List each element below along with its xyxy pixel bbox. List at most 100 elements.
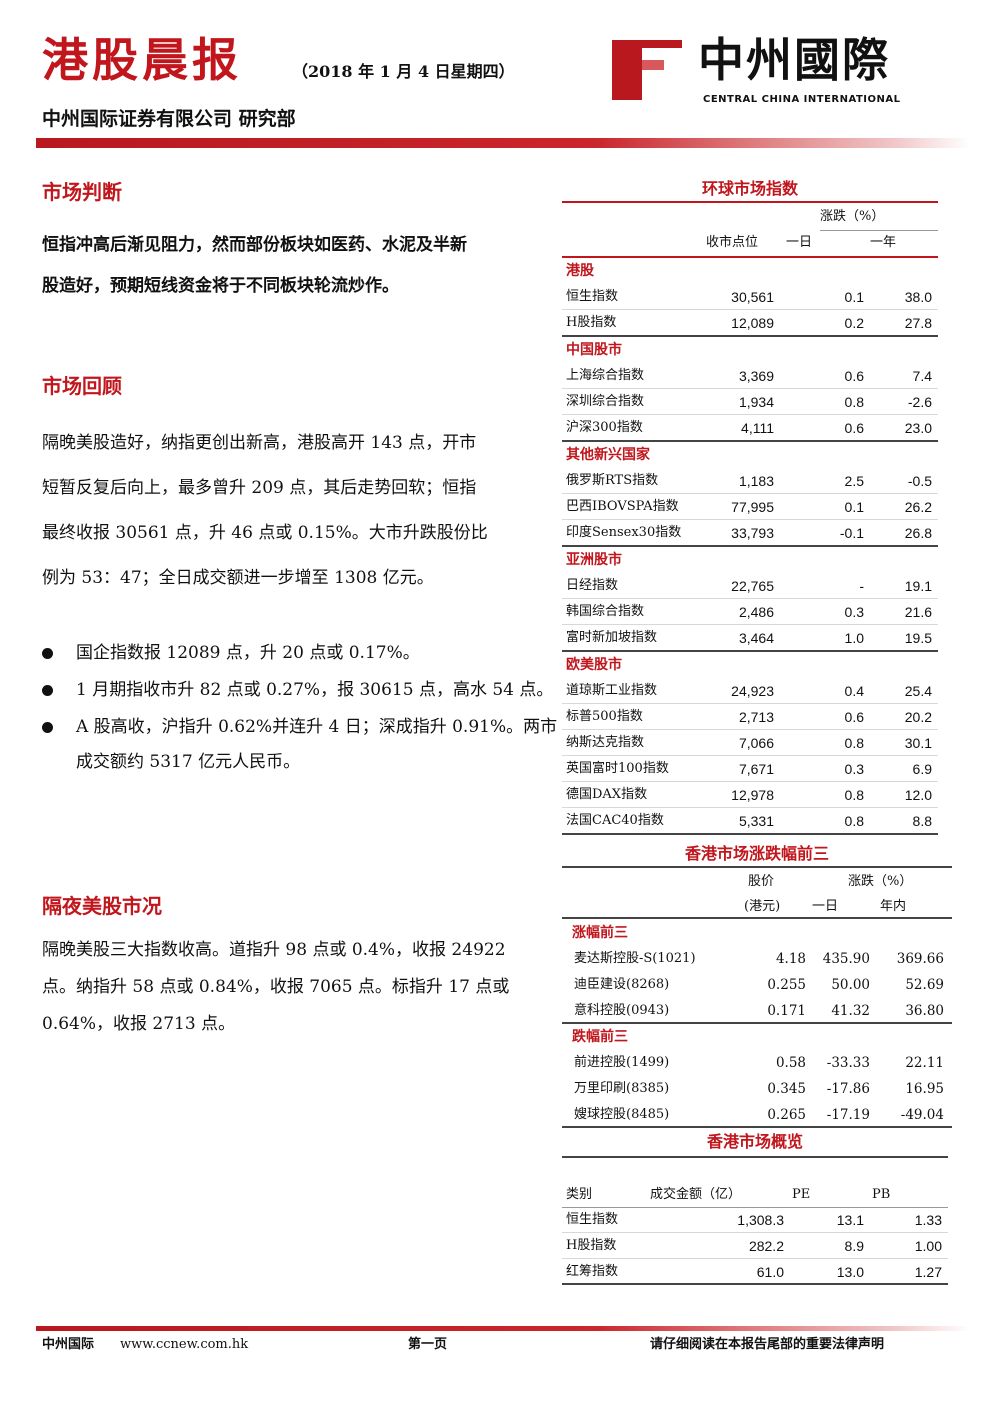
- group-label: 涨幅前三: [572, 925, 628, 941]
- group-rule: [562, 1022, 952, 1024]
- index-close: 1,183: [738, 473, 774, 489]
- movers-hdr-ytd: 年内: [880, 899, 907, 914]
- row-rule: [562, 703, 938, 704]
- index-year-change: 30.1: [904, 735, 932, 751]
- stock-day-change: -17.19: [826, 1107, 870, 1123]
- company-logo-icon: [612, 40, 682, 100]
- group-rule: [562, 335, 938, 337]
- index-day-change: 0.8: [844, 735, 864, 751]
- review-bullet-list: 国企指数报 12089 点，升 20 点或 0.17%。 1 月期指收市升 82…: [42, 636, 562, 780]
- report-date: （2018 年 1 月 4 日星期四）: [292, 62, 515, 81]
- stock-day-change: -33.33: [826, 1055, 870, 1071]
- overview-category: 恒生指数: [566, 1212, 619, 1227]
- movers-hdr-change: 涨跌（%）: [848, 874, 913, 889]
- us-market-text: 隔晚美股三大指数收高。道指升 98 点或 0.4%，收报 24922 点。纳指升…: [42, 932, 548, 1043]
- overview-table-title: 香港市场概览: [706, 1132, 803, 1151]
- judgement-line: 股造好，预期短线资金将于不同板块轮流炒作。: [42, 276, 399, 296]
- stock-day-change: 435.90: [822, 951, 870, 967]
- stock-price: 0.58: [775, 1055, 806, 1071]
- group-rule: [562, 545, 938, 547]
- index-day-change: -: [859, 578, 864, 594]
- overview-hdr-pb: PB: [872, 1187, 891, 1202]
- index-day-change: 0.3: [844, 604, 864, 620]
- stock-ytd-change: 16.95: [905, 1081, 944, 1097]
- judgement-line: 恒指冲高后渐见阻力，然而部份板块如医药、水泥及半新: [42, 235, 467, 255]
- overview-hdr-pe: PE: [792, 1187, 811, 1202]
- index-name: 韩国综合指数: [566, 604, 645, 619]
- group-label: 其他新兴国家: [566, 447, 650, 463]
- index-name: 英国富时100指数: [566, 761, 669, 776]
- index-day-change: 0.6: [844, 709, 864, 725]
- stock-day-change: -17.86: [826, 1081, 870, 1097]
- row-rule: [562, 781, 938, 782]
- row-rule: [562, 1258, 948, 1259]
- overview-title-rule: [562, 1156, 948, 1158]
- index-close: 3,464: [738, 630, 774, 646]
- footer-website-link[interactable]: www.ccnew.com.hk: [120, 1337, 249, 1352]
- index-day-change: 0.6: [844, 368, 864, 384]
- footer-legal-notice: 请仔细阅读在本报告尾部的重要法律声明: [650, 1337, 885, 1352]
- row-rule: [562, 414, 938, 415]
- review-line: 例为 53：47；全日成交额进一步增至 1308 亿元。: [42, 568, 434, 588]
- index-day-change: 0.1: [844, 289, 864, 305]
- overview-amount: 61.0: [756, 1264, 784, 1280]
- global-hdr-day: 一日: [786, 235, 813, 250]
- index-year-change: 6.9: [912, 761, 932, 777]
- index-year-change: 7.4: [912, 368, 932, 384]
- overview-category: 红筹指数: [566, 1264, 619, 1279]
- overview-amount: 282.2: [748, 1238, 784, 1254]
- index-year-change: 26.8: [904, 525, 932, 541]
- footer-page-number: 第一页: [408, 1337, 448, 1352]
- index-day-change: 0.1: [844, 499, 864, 515]
- index-name: 上海综合指数: [566, 368, 645, 383]
- index-year-change: 19.1: [904, 578, 932, 594]
- index-day-change: 0.4: [844, 683, 864, 699]
- index-day-change: -0.1: [839, 525, 864, 541]
- group-label: 亚洲股市: [566, 552, 622, 568]
- index-name: 富时新加坡指数: [566, 630, 658, 645]
- bullet-item: 1 月期指收市升 82 点或 0.27%，报 30615 点，高水 54 点。: [42, 673, 562, 708]
- index-year-change: 23.0: [904, 420, 932, 436]
- index-day-change: 0.8: [844, 813, 864, 829]
- group-rule: [562, 833, 938, 835]
- judgement-text: 恒指冲高后渐见阻力，然而部份板块如医药、水泥及半新 股造好，预期短线资金将于不同…: [42, 229, 552, 303]
- global-title-rule: [562, 201, 938, 203]
- global-hdr-close: 收市点位: [706, 235, 759, 250]
- section-title-judgement: 市场判断: [42, 180, 122, 204]
- index-close: 7,066: [738, 735, 774, 751]
- index-year-change: 21.6: [904, 604, 932, 620]
- index-close: 12,978: [731, 787, 774, 803]
- group-label: 中国股市: [566, 342, 622, 358]
- header-divider: [36, 138, 970, 148]
- group-label: 欧美股市: [566, 657, 622, 673]
- index-name: 俄罗斯RTS指数: [566, 473, 659, 488]
- stock-ytd-change: 369.66: [896, 951, 944, 967]
- report-title: 港股晨报: [42, 33, 242, 87]
- bullet-item: 国企指数报 12089 点，升 20 点或 0.17%。: [42, 636, 562, 671]
- overview-pb: 1.33: [914, 1212, 942, 1228]
- global-hdr-bottom-rule: [562, 256, 938, 258]
- us-line: 0.64%，收报 2713 点。: [42, 1014, 236, 1034]
- index-name: 恒生指数: [566, 289, 619, 304]
- footer-divider: [36, 1326, 970, 1331]
- index-year-change: 20.2: [904, 709, 932, 725]
- overview-pb: 1.27: [914, 1264, 942, 1280]
- review-text: 隔晚美股造好，纳指更创出新高，港股高开 143 点，开市 短暂反复后向上，最多曾…: [42, 421, 548, 601]
- group-rule: [562, 440, 938, 442]
- company-name: 中州国际证券有限公司 研究部: [42, 108, 296, 130]
- stock-ytd-change: 22.11: [905, 1055, 944, 1071]
- index-year-change: 8.8: [912, 813, 932, 829]
- movers-table-title: 香港市场涨跌幅前三: [684, 844, 829, 863]
- movers-hdr-day: 一日: [812, 899, 839, 914]
- index-close: 77,995: [731, 499, 774, 515]
- index-close: 3,369: [738, 368, 774, 384]
- row-rule: [562, 807, 938, 808]
- overview-hdr-amount: 成交金额（亿）: [650, 1187, 742, 1202]
- index-name: 纳斯达克指数: [566, 735, 645, 750]
- group-rule: [562, 650, 938, 652]
- index-close: 2,486: [738, 604, 774, 620]
- stock-price: 0.171: [767, 1003, 806, 1019]
- group-rule: [562, 1126, 952, 1128]
- stock-day-change: 41.32: [831, 1003, 870, 1019]
- index-day-change: 0.3: [844, 761, 864, 777]
